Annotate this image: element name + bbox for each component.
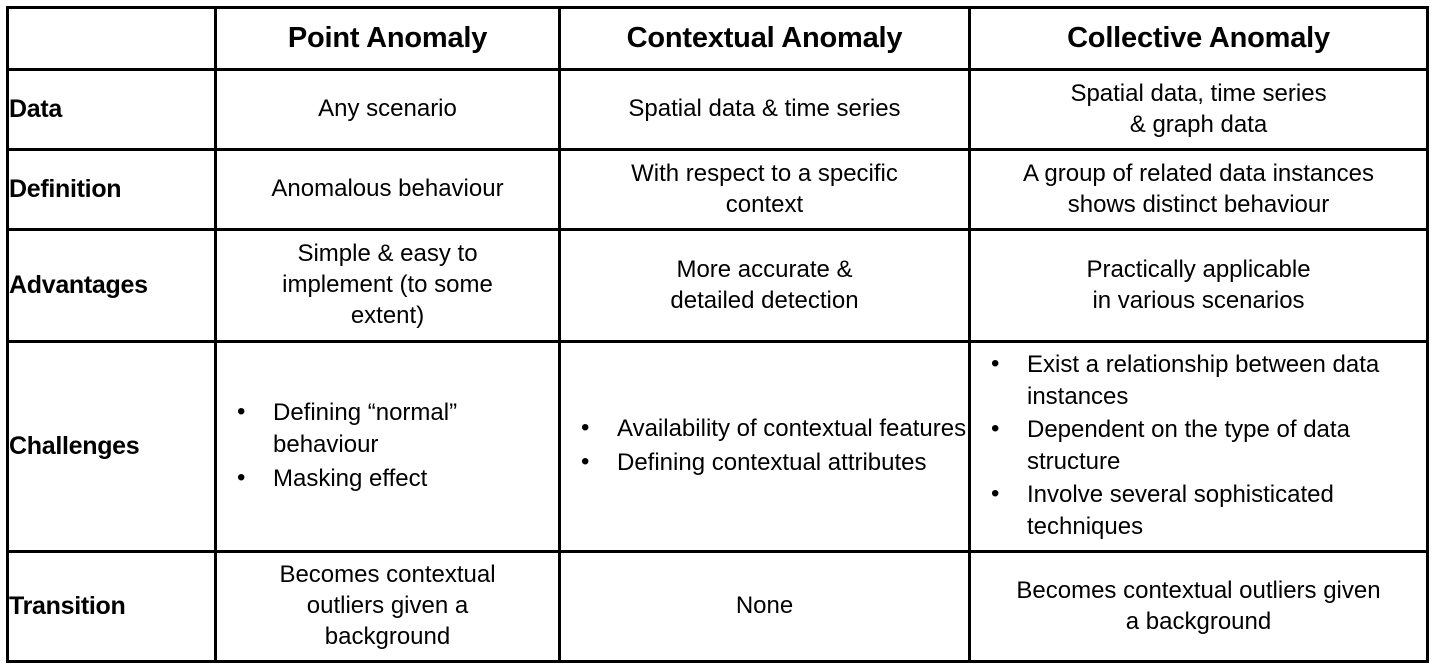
cell-challenges-point: Defining “normal” behaviourMasking effec… bbox=[214, 340, 561, 553]
list-item: Defining “normal” behaviour bbox=[237, 396, 558, 461]
cell-data-collective: Spatial data, time series& graph data bbox=[968, 68, 1429, 151]
cell-advantages-context: More accurate &detailed detection bbox=[558, 228, 971, 343]
cell-transition-context: None bbox=[558, 550, 971, 663]
cell-challenges-context: Availability of contextual featuresDefin… bbox=[558, 340, 971, 553]
list-item: Masking effect bbox=[237, 462, 558, 495]
cell-challenges-collective: Exist a relationship between data instan… bbox=[968, 340, 1429, 553]
list-item: Exist a relationship between data instan… bbox=[991, 348, 1426, 413]
header-cell-empty bbox=[6, 6, 217, 71]
table-header-row: Point Anomaly Contextual Anomaly Collect… bbox=[6, 6, 1429, 71]
row-label-challenges: Challenges bbox=[6, 340, 217, 553]
table-row-data: Data Any scenario Spatial data & time se… bbox=[6, 68, 1429, 151]
row-label-definition: Definition bbox=[6, 148, 217, 231]
header-cell-point-anomaly: Point Anomaly bbox=[214, 6, 561, 71]
table-row-definition: Definition Anomalous behaviour With resp… bbox=[6, 148, 1429, 231]
row-label-data: Data bbox=[6, 68, 217, 151]
bullet-list-challenges-point: Defining “normal” behaviourMasking effec… bbox=[217, 396, 558, 495]
list-item: Dependent on the type of data structure bbox=[991, 413, 1426, 478]
list-item: Involve several sophisticated techniques bbox=[991, 478, 1426, 543]
list-item: Defining contextual attributes bbox=[581, 445, 968, 479]
anomaly-comparison-table: Point Anomaly Contextual Anomaly Collect… bbox=[6, 6, 1429, 663]
bullet-list-challenges-collective: Exist a relationship between data instan… bbox=[971, 348, 1426, 544]
row-label-advantages: Advantages bbox=[6, 228, 217, 343]
cell-data-point: Any scenario bbox=[214, 68, 561, 151]
cell-definition-point: Anomalous behaviour bbox=[214, 148, 561, 231]
header-cell-collective-anomaly: Collective Anomaly bbox=[968, 6, 1429, 71]
header-cell-contextual-anomaly: Contextual Anomaly bbox=[558, 6, 971, 71]
bullet-list-challenges-context: Availability of contextual featuresDefin… bbox=[561, 412, 968, 479]
list-item: Availability of contextual features bbox=[581, 412, 968, 445]
cell-data-context: Spatial data & time series bbox=[558, 68, 971, 151]
row-label-transition: Transition bbox=[6, 550, 217, 663]
table-row-challenges: Challenges Defining “normal” behaviourMa… bbox=[6, 340, 1429, 553]
